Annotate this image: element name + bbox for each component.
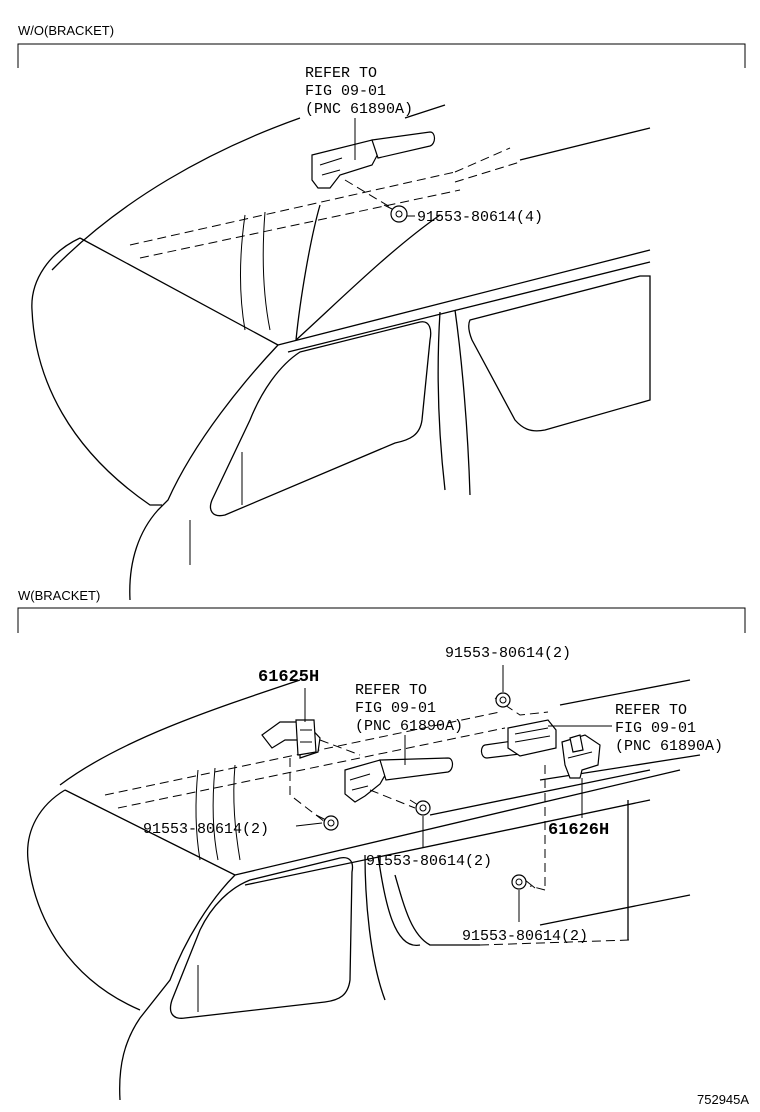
svg-text:REFER TO: REFER TO: [305, 65, 377, 82]
callout-61626h: 61626H: [548, 778, 609, 840]
bracket-61625h: [261, 719, 361, 823]
drawing-code: 752945A: [697, 1092, 749, 1107]
callout-refer-top: REFER TO FIG 09-01 (PNC 61890A): [305, 65, 413, 160]
callout-refer-mid: REFER TO FIG 09-01 (PNC 61890A): [355, 682, 463, 765]
svg-text:FIG 09-01: FIG 09-01: [615, 720, 696, 737]
roof-rail-leg-top: [311, 131, 436, 189]
svg-text:REFER TO: REFER TO: [615, 702, 687, 719]
section-top: W/O(BRACKET): [17, 23, 746, 601]
section-title-without-bracket: W/O(BRACKET): [18, 23, 114, 38]
bolt-icon: [344, 179, 408, 223]
vehicle-body-bottom: [26, 679, 701, 1101]
svg-text:91553-80614(2): 91553-80614(2): [143, 821, 269, 838]
callout-refer-right: REFER TO FIG 09-01 (PNC 61890A): [548, 702, 723, 755]
svg-text:(PNC 61890A): (PNC 61890A): [305, 101, 413, 118]
vehicle-body-top: [31, 104, 651, 601]
callout-bolt-mid: 91553-80614(2): [366, 816, 492, 870]
bracket-61626h: [561, 734, 601, 779]
svg-text:FIG 09-01: FIG 09-01: [305, 83, 386, 100]
svg-text:FIG 09-01: FIG 09-01: [355, 700, 436, 717]
section-title-with-bracket: W(BRACKET): [18, 588, 100, 603]
callout-bolt-top: 91553-80614(4): [407, 209, 543, 226]
section-frame-top: [17, 43, 746, 68]
callout-bolt-top-right: 91553-80614(2): [445, 645, 571, 692]
svg-text:91553-80614(2): 91553-80614(2): [445, 645, 571, 662]
callout-bolt-low: 91553-80614(2): [462, 890, 588, 945]
section-frame-bottom: [17, 607, 746, 633]
callout-bolt-left: 91553-80614(2): [143, 821, 323, 838]
bolt-icon: [369, 789, 431, 816]
svg-text:(PNC 61890A): (PNC 61890A): [355, 718, 463, 735]
svg-text:REFER TO: REFER TO: [355, 682, 427, 699]
bolt-icon: [511, 765, 546, 891]
svg-text:91553-80614(2): 91553-80614(2): [462, 928, 588, 945]
svg-text:91553-80614(2): 91553-80614(2): [366, 853, 492, 870]
bolt-icon: [494, 692, 549, 716]
callout-61625h: 61625H: [258, 668, 319, 722]
svg-text:61625H: 61625H: [258, 668, 319, 687]
bolt-icon: [315, 814, 339, 831]
roof-rail-leg-bottom: [344, 757, 454, 803]
section-bottom: W(BRACKET): [17, 588, 746, 1101]
svg-text:61626H: 61626H: [548, 821, 609, 840]
svg-text:91553-80614(4): 91553-80614(4): [417, 209, 543, 226]
roof-rail-leg-right: [480, 719, 557, 759]
svg-text:(PNC 61890A): (PNC 61890A): [615, 738, 723, 755]
